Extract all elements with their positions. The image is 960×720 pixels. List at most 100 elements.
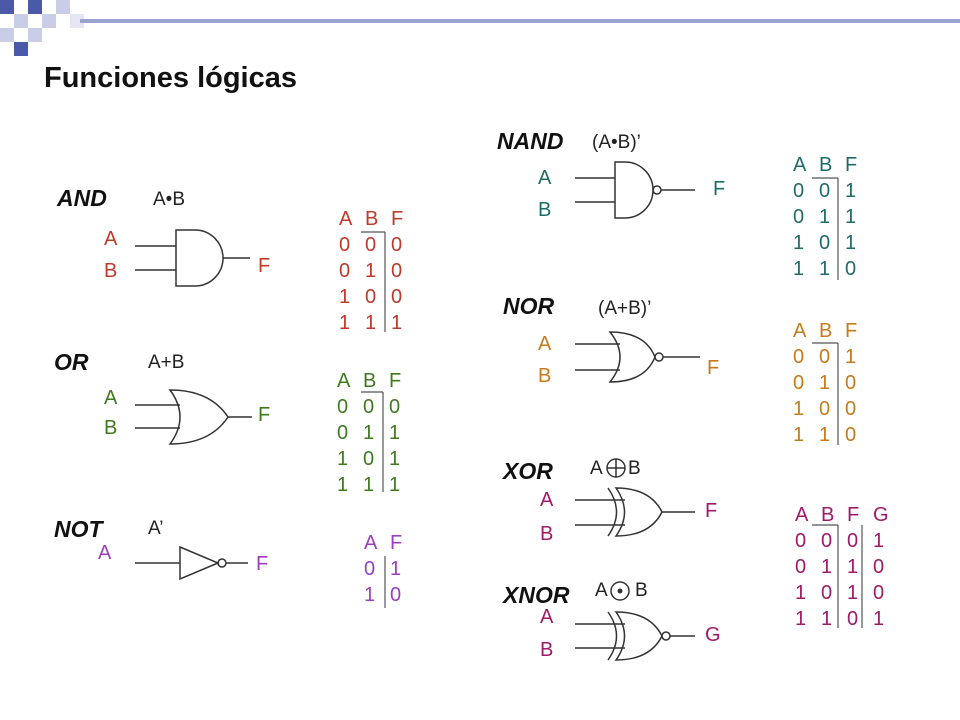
truth-table-cell: 0: [845, 398, 857, 420]
xor-expression-a: A: [590, 458, 603, 479]
xor-expression-b: B: [628, 458, 641, 479]
xor-extra-curve: [607, 487, 618, 537]
and-output: F: [258, 255, 271, 277]
truth-table-cell: 0: [363, 448, 375, 470]
truth-table-cell: 0: [391, 234, 403, 256]
xnor-extra-curve: [607, 611, 618, 661]
xor-gate-name: XOR: [503, 458, 553, 484]
truth-table-cell: 1: [793, 258, 805, 280]
xnor-gate-symbol: [614, 611, 663, 661]
truth-table-cell: 1: [847, 582, 859, 604]
xnor-input-a: A: [540, 606, 554, 628]
truth-table-header-cell: B: [365, 208, 379, 230]
truth-table-cell: 0: [847, 608, 859, 630]
truth-table-cell: 0: [821, 530, 833, 552]
truth-table-header-cell: F: [845, 154, 858, 176]
truth-table-cell: 0: [819, 180, 831, 202]
and-gate-symbol: [175, 229, 224, 287]
truth-table-cell: 1: [795, 608, 807, 630]
truth-table-cell: 1: [819, 424, 831, 446]
xnor-expression-b: B: [635, 580, 648, 601]
truth-table-cell: 1: [845, 206, 857, 228]
truth-table-cell: 0: [365, 234, 377, 256]
truth-table-cell: 1: [389, 474, 401, 496]
truth-table-cell: 1: [339, 312, 351, 334]
truth-table-cell: 1: [364, 584, 376, 606]
not-output: F: [256, 553, 269, 575]
or-gate-name: OR: [54, 349, 89, 375]
nand-expression: (A•B)’: [592, 132, 641, 153]
truth-table-header-cell: A: [795, 504, 809, 526]
truth-table-cell: 1: [819, 372, 831, 394]
nor-output: F: [707, 357, 720, 379]
or-input-a: A: [104, 387, 118, 409]
or-input-b: B: [104, 417, 118, 439]
or-expression: A+B: [148, 352, 185, 373]
xnor-output: G: [705, 624, 721, 646]
truth-table-cell: 1: [337, 474, 349, 496]
not-gate-name: NOT: [54, 516, 103, 542]
nor-gate-name: NOR: [503, 293, 555, 319]
xnor-input-b: B: [540, 639, 554, 661]
truth-table-cell: 0: [821, 582, 833, 604]
nand-gate-symbol: [614, 161, 654, 219]
xnor-gate-name: XNOR: [503, 582, 570, 608]
xor-input-b: B: [540, 523, 554, 545]
xnor-operator-icon: [610, 581, 630, 601]
not-gate-symbol: [179, 545, 220, 581]
nand-input-b: B: [538, 199, 552, 221]
truth-table-cell: 0: [391, 286, 403, 308]
truth-table-cell: 0: [873, 556, 885, 578]
truth-table-cell: 1: [339, 286, 351, 308]
truth-table-cell: 1: [363, 474, 375, 496]
truth-table-header-cell: F: [389, 370, 402, 392]
truth-table-header-cell: A: [793, 320, 807, 342]
truth-table-cell: 1: [793, 398, 805, 420]
truth-table-cell: 0: [819, 346, 831, 368]
truth-table-cell: 0: [793, 180, 805, 202]
truth-table-cell: 0: [845, 258, 857, 280]
truth-table-cell: 1: [873, 530, 885, 552]
truth-table-cell: 0: [390, 584, 402, 606]
truth-table-cell: 1: [337, 448, 349, 470]
truth-table-cell: 0: [819, 398, 831, 420]
truth-table-header-cell: F: [390, 532, 403, 554]
and-expression: A•B: [153, 189, 185, 210]
and-input-b: B: [104, 260, 118, 282]
truth-table-header-cell: B: [821, 504, 835, 526]
truth-table-cell: 0: [795, 556, 807, 578]
truth-table-cell: 0: [793, 346, 805, 368]
truth-table-header-cell: B: [819, 154, 833, 176]
truth-table-cell: 1: [819, 206, 831, 228]
truth-table-cell: 1: [821, 608, 833, 630]
truth-table-header-cell: B: [819, 320, 833, 342]
truth-table-header-cell: G: [873, 504, 889, 526]
truth-table-cell: 0: [847, 530, 859, 552]
truth-table-cell: 1: [845, 180, 857, 202]
or-gate-symbol: [168, 389, 229, 445]
xor-input-a: A: [540, 489, 554, 511]
truth-table-cell: 0: [795, 530, 807, 552]
truth-table-cell: 1: [363, 422, 375, 444]
